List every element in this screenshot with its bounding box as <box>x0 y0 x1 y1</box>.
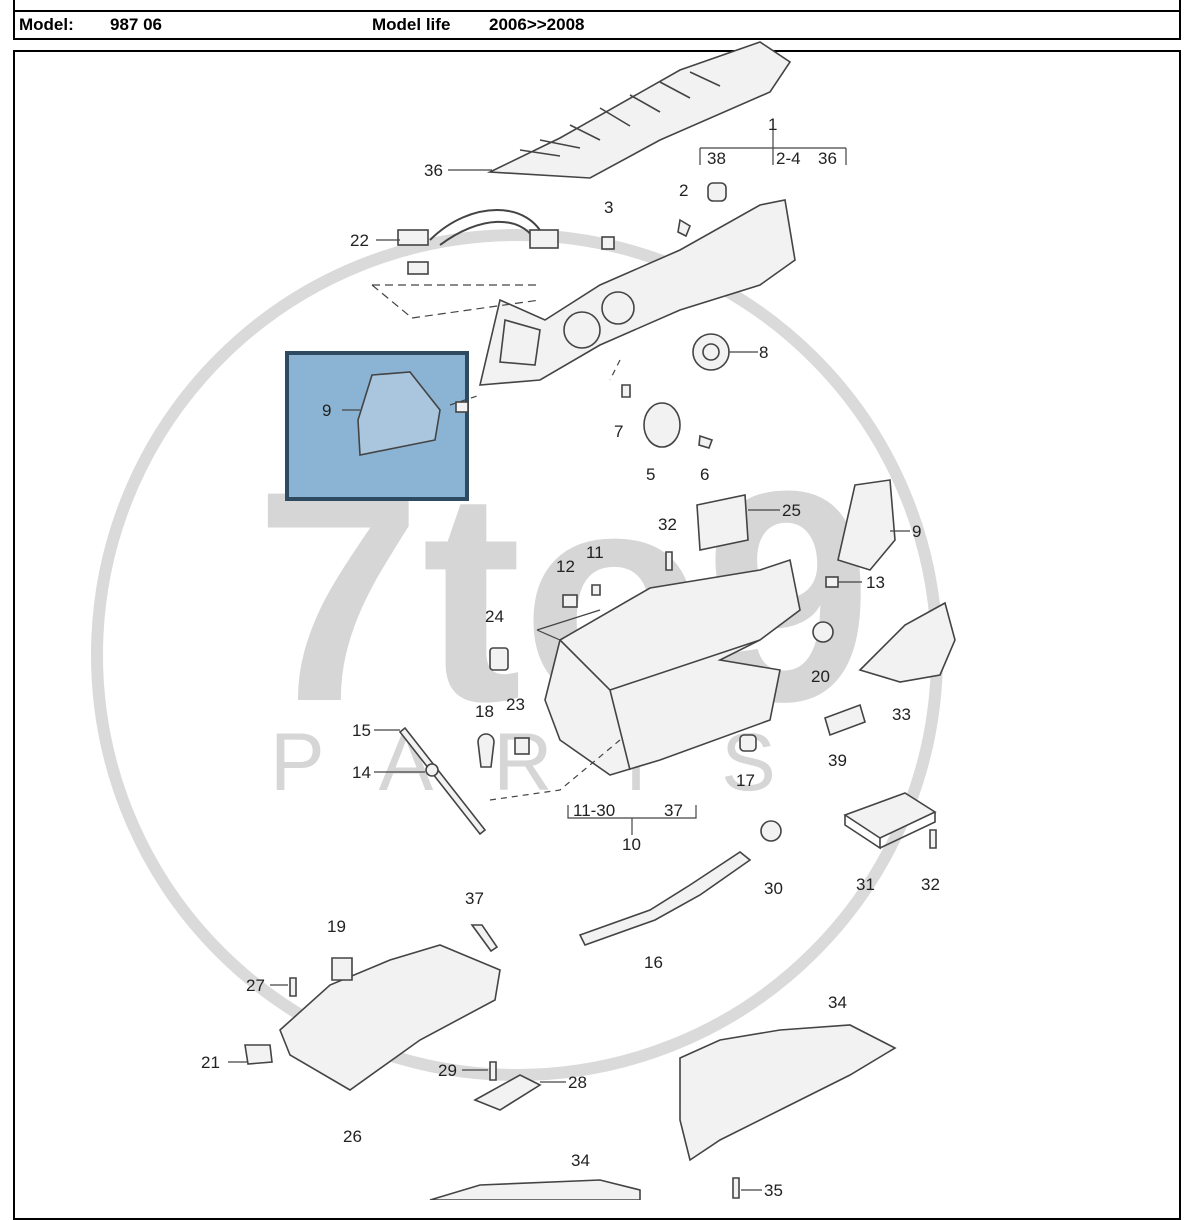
callout-9[interactable]: 9 <box>322 401 331 420</box>
part-33-trim <box>858 601 956 683</box>
callout-34[interactable]: 34 <box>828 993 847 1012</box>
callout-35[interactable]: 35 <box>764 1181 783 1200</box>
model-life-value: 2006>>2008 <box>489 15 585 34</box>
callout-24[interactable]: 24 <box>485 607 504 626</box>
part-37-pin <box>470 924 499 953</box>
part-2-screw <box>677 218 691 238</box>
part-32-lower <box>929 829 937 849</box>
part-27-screw <box>289 977 297 997</box>
part-9-side-cover <box>357 371 441 456</box>
callout-3[interactable]: 3 <box>604 198 613 217</box>
part-12 <box>562 594 578 608</box>
callout-2[interactable]: 2 <box>679 181 688 200</box>
part-26-lid <box>279 944 501 1091</box>
part-28-latch <box>473 1074 542 1111</box>
part-18 <box>477 733 495 768</box>
callout-29[interactable]: 29 <box>438 1061 457 1080</box>
part-17 <box>739 734 757 752</box>
callout-31[interactable]: 31 <box>856 875 875 894</box>
part-22-connector-b <box>529 229 559 249</box>
part-11 <box>591 584 601 596</box>
part-30 <box>760 820 782 842</box>
callout-14[interactable]: 14 <box>352 763 371 782</box>
callout-5[interactable]: 5 <box>646 465 655 484</box>
callout-12[interactable]: 12 <box>556 557 575 576</box>
callout-11[interactable]: 11 <box>586 543 604 562</box>
callout-23[interactable]: 23 <box>506 695 525 714</box>
part-34-lower-trim <box>429 1179 641 1200</box>
callout-6[interactable]: 6 <box>700 465 709 484</box>
callout-36-group[interactable]: 36 <box>818 149 837 168</box>
callout-30[interactable]: 30 <box>764 879 783 898</box>
part-24 <box>489 647 509 671</box>
part-14-strut <box>398 726 487 836</box>
part-9-right-panel <box>837 479 896 571</box>
callout-34-lower[interactable]: 34 <box>571 1151 590 1170</box>
callout-16[interactable]: 16 <box>644 953 663 972</box>
part-19-hinge <box>331 957 353 981</box>
callout-39[interactable]: 39 <box>828 751 847 770</box>
callout-13[interactable]: 13 <box>866 573 885 592</box>
callout-11-30[interactable]: 11-30 <box>573 801 615 820</box>
part-29-screw <box>489 1061 497 1081</box>
callout-21[interactable]: 21 <box>201 1053 220 1072</box>
callout-8[interactable]: 8 <box>759 343 768 362</box>
callout-2-4[interactable]: 2-4 <box>776 149 801 168</box>
part-7-clip <box>621 384 631 398</box>
model-value: 987 06 <box>110 15 162 34</box>
callout-33[interactable]: 33 <box>892 705 911 724</box>
part-10-housing <box>544 558 801 776</box>
callouts: 1 2-4 36 38 2 3 36 22 8 9 7 5 6 25 9 32 … <box>201 115 940 1200</box>
callout-22[interactable]: 22 <box>350 231 369 250</box>
part-35-screw <box>732 1177 740 1199</box>
callout-7[interactable]: 7 <box>614 422 623 441</box>
part-9-clip <box>455 401 469 413</box>
model-life-label: Model life <box>372 15 451 34</box>
callout-38[interactable]: 38 <box>707 149 726 168</box>
callout-20[interactable]: 20 <box>811 667 830 686</box>
part-3-clip <box>601 236 615 250</box>
model-label: Model: <box>19 15 74 34</box>
part-drawings <box>244 41 956 1200</box>
part-36-top-cover <box>486 41 792 179</box>
callout-10[interactable]: 10 <box>622 835 641 854</box>
callout-37[interactable]: 37 <box>465 889 484 908</box>
callout-17[interactable]: 17 <box>736 771 755 790</box>
callout-27[interactable]: 27 <box>246 976 265 995</box>
callout-32-lower[interactable]: 32 <box>921 875 940 894</box>
part-23 <box>514 737 530 755</box>
part-20 <box>812 621 834 643</box>
part-22-harness <box>429 209 546 241</box>
callout-1[interactable]: 1 <box>768 115 777 134</box>
part-13 <box>825 576 839 588</box>
callout-15[interactable]: 15 <box>352 721 371 740</box>
part-31-box <box>843 792 937 839</box>
callout-32-upper[interactable]: 32 <box>658 515 677 534</box>
callout-19[interactable]: 19 <box>327 917 346 936</box>
part-16-lock-rod <box>578 851 752 946</box>
callout-37-group[interactable]: 37 <box>664 801 683 820</box>
callout-25[interactable]: 25 <box>782 501 801 520</box>
callout-26[interactable]: 26 <box>343 1127 362 1146</box>
part-25-grille <box>696 494 749 551</box>
part-22-connector-a <box>397 229 429 246</box>
leader-lines <box>228 130 910 1191</box>
part-5-vent <box>643 402 681 448</box>
part-21-bracket <box>244 1044 273 1065</box>
callout-36[interactable]: 36 <box>424 161 443 180</box>
model-header: Model: 987 06 Model life 2006>>2008 <box>13 10 1181 40</box>
callout-18[interactable]: 18 <box>475 702 494 721</box>
callout-28[interactable]: 28 <box>568 1073 587 1092</box>
part-1-dash-carrier <box>478 199 796 386</box>
part-22-connector-c <box>407 261 429 275</box>
part-38 <box>707 182 727 202</box>
part-39 <box>824 703 866 737</box>
part-6-screw <box>698 434 714 449</box>
part-32-upper <box>665 551 673 571</box>
part-34-trim <box>679 1024 897 1162</box>
callout-9-right[interactable]: 9 <box>912 522 921 541</box>
